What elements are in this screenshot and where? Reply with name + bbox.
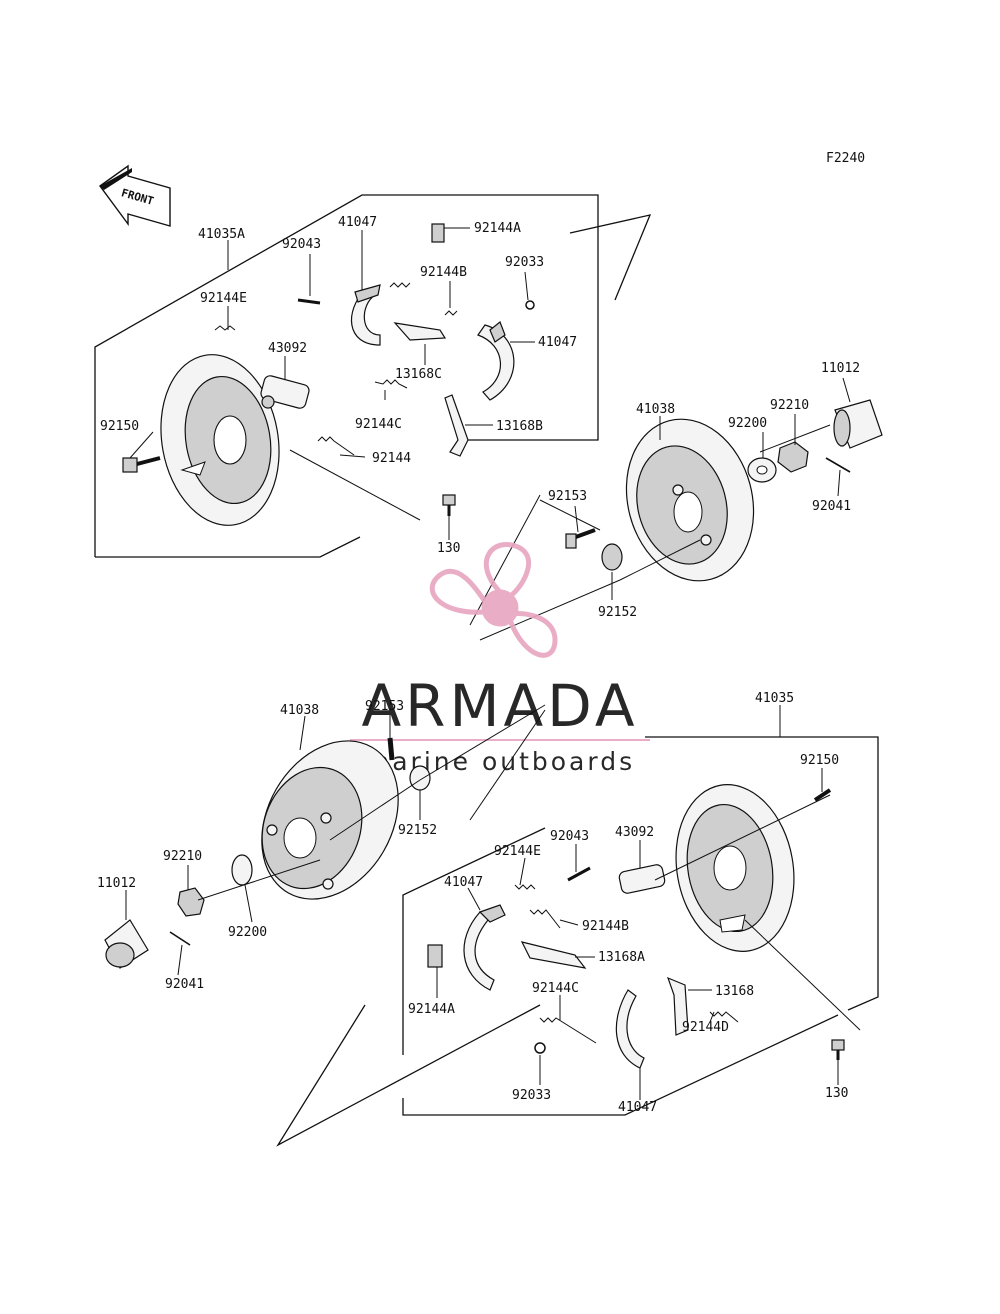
figure-code: F2240 [826,151,865,166]
top-assembly-outline [94,194,652,558]
seal-92152-bottom-icon [409,765,431,791]
label-92200-top: 92200 [728,416,767,431]
label-92210-top: 92210 [770,398,809,413]
brake-shoe-bottom-2-icon [615,989,645,1069]
label-92144C-top: 92144C [355,417,402,432]
label-41038-bottom: 41038 [280,703,319,718]
label-11012-top: 11012 [821,361,860,376]
watermark-brand: ARMADA [361,672,638,740]
label-41047-top: 41047 [338,215,377,230]
label-92150-bottom: 92150 [800,753,839,768]
label-92144B-top: 92144B [420,265,467,280]
label-92144D: 92144D [682,1020,729,1035]
washer-92200-top-icon [747,457,777,483]
label-13168: 13168 [715,984,754,999]
lever-13168C-icon [393,322,447,341]
seal-92152-top-icon [601,543,623,571]
bolt-92150-bottom-icon [813,788,832,802]
pin-92041-top-icon [825,457,851,473]
leaders-top [129,227,851,641]
label-41035A: 41035A [198,227,245,242]
nut-92210-bottom-icon [177,887,205,917]
pin-92043-top-icon [297,298,321,305]
label-92144: 92144 [372,451,411,466]
brake-shoe-top-1-icon [350,284,381,346]
bottom-assembly-outline [276,736,879,1147]
label-92041-top: 92041 [812,499,851,514]
label-92144E-bottom: 92144E [494,844,541,859]
propeller-icon [429,542,558,658]
springs-top-icon [214,282,458,456]
cap-11012-bottom-icon [104,919,149,969]
stud-92153-top-icon [565,528,596,549]
label-92043-bottom: 92043 [550,829,589,844]
label-41038-top: 41038 [636,402,675,417]
brake-drum-top [625,418,755,582]
bolt-130-bottom-icon [831,1039,845,1060]
label-41035: 41035 [755,691,794,706]
leaders-bottom [125,704,861,1100]
label-13168A: 13168A [598,950,645,965]
washer-92200-bottom-icon [231,854,253,886]
label-92144A-top: 92144A [474,221,521,236]
stud-92153-bottom-icon [387,737,395,761]
ring-92033-top-icon [525,300,535,310]
label-92144E-top: 92144E [200,291,247,306]
label-92150-top: 92150 [100,419,139,434]
label-41047-top-2: 41047 [538,335,577,350]
label-43092-bottom: 43092 [615,825,654,840]
label-13168C: 13168C [395,367,442,382]
label-92152-top: 92152 [598,605,637,620]
strut-13168B-icon [444,394,469,457]
label-92144A-bottom: 92144A [408,1002,455,1017]
label-41047-bottom: 41047 [444,875,483,890]
front-arrow-icon: FRONT [99,164,171,227]
label-92152-bottom: 92152 [398,823,437,838]
springs-bottom-icon [514,884,739,1044]
label-13168B: 13168B [496,419,543,434]
label-92153-bottom: 92153 [365,699,404,714]
label-92144C-bottom: 92144C [532,981,579,996]
watermark-tagline: marine outboards [365,747,635,776]
clip-92144A-top-icon [431,223,445,243]
label-92210-bottom: 92210 [163,849,202,864]
bolt-130-top-icon [442,494,456,516]
label-43092-top: 43092 [268,341,307,356]
lever-13168A-icon [520,941,587,969]
armada-logo: ARMADA marine outboards [350,542,650,776]
clip-92144A-bottom-icon [427,944,443,968]
brake-shoe-top-2-icon [477,321,515,401]
label-11012-bottom: 11012 [97,876,136,891]
label-92033-bottom: 92033 [512,1088,551,1103]
label-130-top: 130 [437,541,460,556]
brake-drum-bottom [261,740,399,900]
brake-shoe-bottom-1-icon [463,904,506,991]
backing-plate-top [160,354,280,526]
backing-plate-bottom [675,784,795,952]
strut-13168-icon [666,976,689,1036]
nut-92210-top-icon [777,441,809,473]
label-92144B-bottom: 92144B [582,919,629,934]
label-130-bottom: 130 [825,1086,848,1101]
label-92153-top: 92153 [548,489,587,504]
label-92200-bottom: 92200 [228,925,267,940]
wheel-cylinder-top-icon [260,375,310,409]
wheel-cylinder-bottom-icon [618,864,666,894]
cap-11012-top-icon [833,399,883,449]
label-92033-top: 92033 [505,255,544,270]
ring-92033-bottom-icon [534,1042,546,1054]
label-92041-bottom: 92041 [165,977,204,992]
pin-92041-bottom-icon [169,931,191,946]
label-92043-top: 92043 [282,237,321,252]
propeller-hub-icon [483,591,517,625]
bolt-92150-top-icon [122,456,161,473]
pin-92043-bottom-icon [567,866,591,882]
label-41047-bottom-2: 41047 [618,1100,657,1115]
